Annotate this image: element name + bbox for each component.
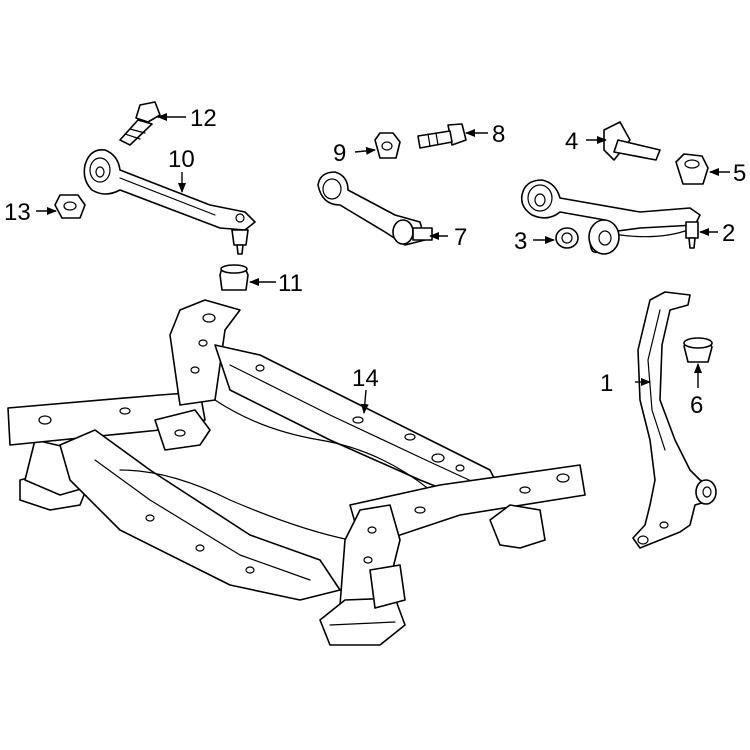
leader-lines bbox=[36, 113, 730, 414]
callout-1: 1 bbox=[600, 370, 613, 397]
callout-3: 3 bbox=[514, 228, 527, 255]
leader-9 bbox=[354, 146, 376, 155]
control-arm-part-2[interactable] bbox=[520, 179, 701, 255]
callout-6: 6 bbox=[690, 392, 703, 419]
strut-part-7[interactable] bbox=[317, 171, 433, 246]
bolt-part-4[interactable] bbox=[603, 121, 661, 161]
callout-13: 13 bbox=[4, 199, 31, 226]
knuckle-part-1[interactable] bbox=[632, 291, 717, 549]
leader-14 bbox=[360, 389, 369, 414]
callout-11: 11 bbox=[278, 270, 303, 297]
callout-labels: 1 2 3 4 5 6 7 8 9 10 11 12 13 14 bbox=[4, 105, 746, 419]
nut-part-9[interactable] bbox=[374, 132, 401, 159]
nut-part-11[interactable] bbox=[219, 264, 249, 291]
callout-8: 8 bbox=[492, 121, 505, 148]
callout-7: 7 bbox=[454, 224, 467, 251]
nut-part-13[interactable] bbox=[54, 194, 86, 219]
callout-9: 9 bbox=[333, 140, 346, 167]
control-arm-part-10[interactable] bbox=[83, 148, 256, 255]
subframe-part-14[interactable] bbox=[7, 299, 586, 646]
callout-14: 14 bbox=[352, 365, 379, 392]
callout-2: 2 bbox=[722, 220, 735, 247]
callout-5: 5 bbox=[733, 160, 746, 187]
callout-10: 10 bbox=[168, 146, 195, 173]
nut-part-5[interactable] bbox=[675, 153, 709, 185]
washer-part-3[interactable] bbox=[555, 227, 579, 249]
nut-part-6[interactable] bbox=[683, 337, 713, 363]
callout-4: 4 bbox=[565, 128, 578, 155]
bolt-part-8[interactable] bbox=[417, 123, 467, 149]
bolt-part-12[interactable] bbox=[119, 101, 161, 146]
callout-12: 12 bbox=[190, 105, 217, 132]
